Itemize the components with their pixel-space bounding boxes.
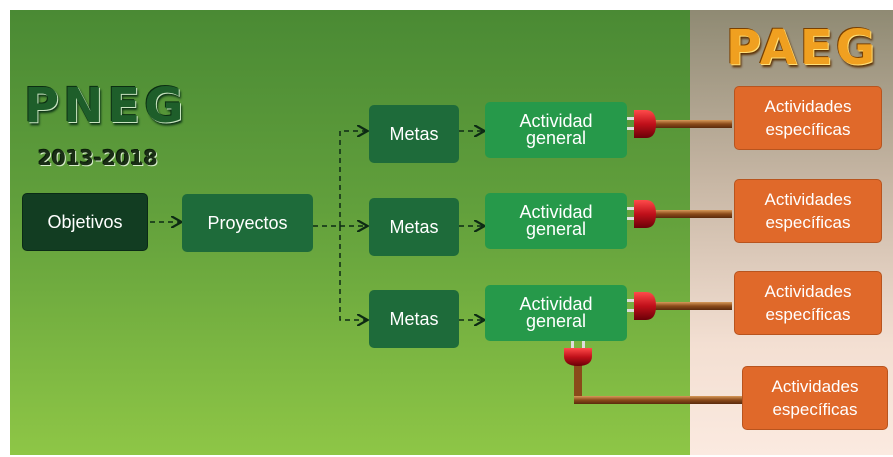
pneg-period: 2013-2018 [38, 146, 158, 170]
actividades-especificas-box-2: Actividades específicas [734, 179, 882, 243]
actividad-general-box-3: Actividad general [485, 285, 627, 341]
pneg-title: PNEG [24, 78, 188, 134]
metas-box-1: Metas [369, 105, 459, 163]
objetivos-box: Objetivos [22, 193, 148, 251]
actividad-general-box-1: Actividad general [485, 102, 627, 158]
arrow-branch [339, 131, 366, 226]
cable-4 [564, 340, 742, 404]
proyectos-box: Proyectos [182, 194, 313, 252]
actividad-general-box-2: Actividad general [485, 193, 627, 249]
cable-3 [626, 292, 732, 320]
actividades-especificas-box-3: Actividades específicas [734, 271, 882, 335]
cable-1 [626, 110, 732, 138]
cable-2 [626, 200, 732, 228]
metas-box-3: Metas [369, 290, 459, 348]
actividades-especificas-box-4: Actividades específicas [742, 366, 888, 430]
paeg-title: PAEG [726, 20, 879, 76]
arrow-branch-bottom [339, 226, 366, 320]
metas-box-2: Metas [369, 198, 459, 256]
actividades-especificas-box-1: Actividades específicas [734, 86, 882, 150]
dashed-arrows [150, 131, 483, 320]
